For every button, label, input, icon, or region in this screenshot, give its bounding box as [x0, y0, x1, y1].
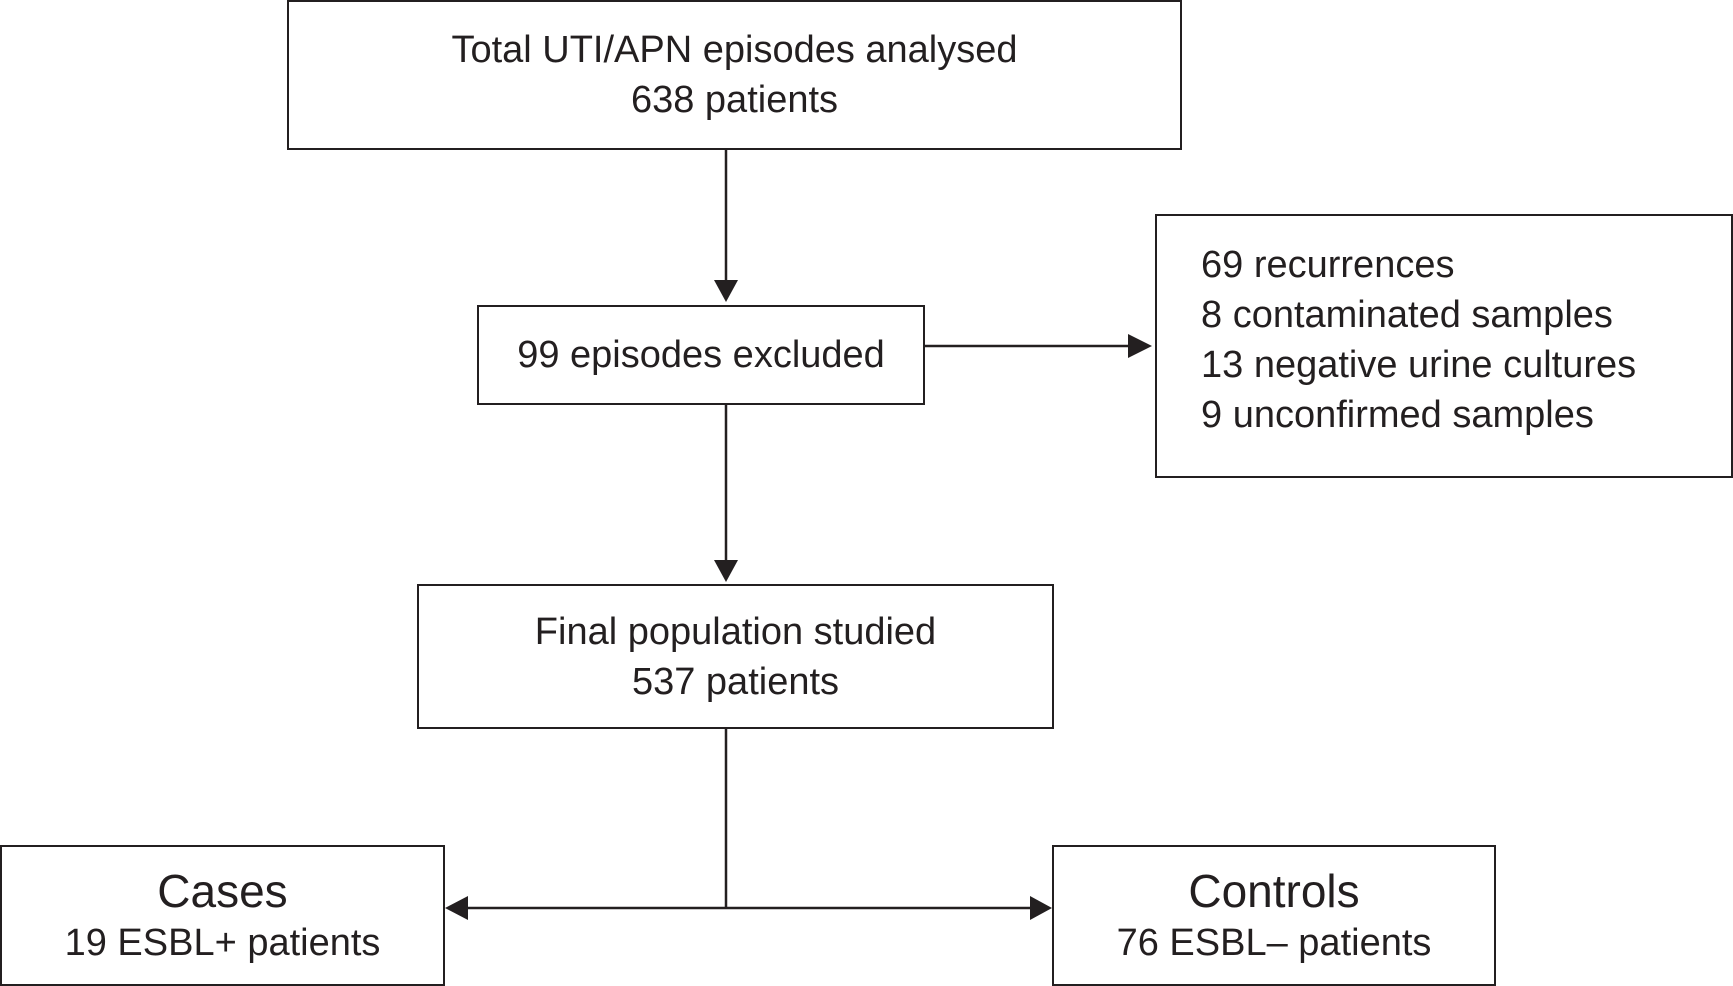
arrowhead-excluded-to-reasons	[1128, 334, 1152, 358]
exclusion-reason-item: 69 recurrences	[1201, 244, 1455, 286]
controls-count: 76 ESBL– patients	[1116, 921, 1432, 964]
excluded-episodes-box: 99 episodes excluded	[477, 305, 925, 405]
total-episodes-box: Total UTI/APN episodes analysed 638 pati…	[287, 0, 1182, 150]
cases-box: Cases 19 ESBL+ patients	[0, 845, 445, 986]
controls-box: Controls 76 ESBL– patients	[1052, 845, 1496, 986]
excluded-episodes-label: 99 episodes excluded	[517, 334, 885, 376]
arrowhead-to-controls	[1030, 896, 1052, 920]
exclusion-reason-item: 9 unconfirmed samples	[1201, 394, 1594, 436]
total-episodes-title: Total UTI/APN episodes analysed	[451, 29, 1018, 71]
arrowhead-excluded-to-final	[714, 560, 738, 582]
total-episodes-count: 638 patients	[630, 79, 839, 121]
cases-title: Cases	[157, 864, 288, 917]
arrowhead-to-cases	[445, 896, 468, 920]
final-population-box: Final population studied 537 patients	[417, 584, 1054, 729]
arrowhead-total-to-excluded	[714, 280, 738, 302]
final-population-title: Final population studied	[534, 610, 937, 653]
cases-count: 19 ESBL+ patients	[64, 921, 381, 964]
exclusion-reason-item: 8 contaminated samples	[1201, 294, 1613, 336]
controls-title: Controls	[1188, 864, 1360, 917]
exclusion-reasons-box: 69 recurrences 8 contaminated samples 13…	[1155, 214, 1733, 478]
exclusion-reason-item: 13 negative urine cultures	[1201, 344, 1637, 386]
final-population-count: 537 patients	[631, 660, 840, 703]
